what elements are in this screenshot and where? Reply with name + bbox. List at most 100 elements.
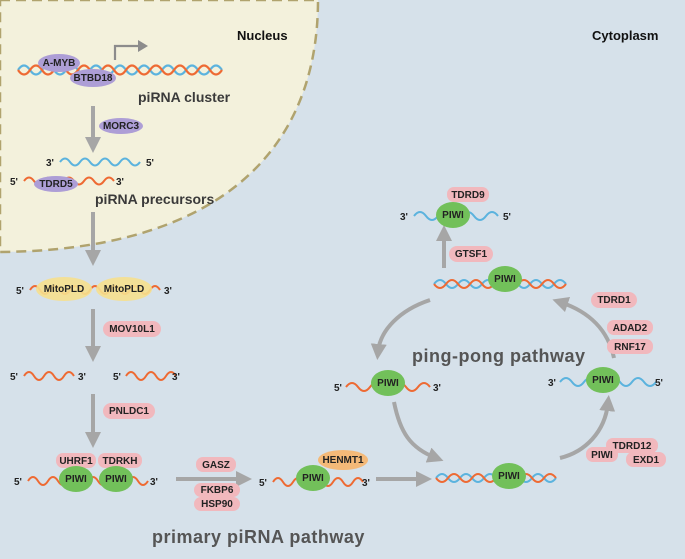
exd1-label: EXD1: [633, 455, 660, 466]
pnldc1-protein: [103, 403, 155, 419]
tdrd9-5-end: 5': [503, 212, 511, 223]
piwi-label-right: PIWI: [592, 375, 614, 386]
piwi-label-left: PIWI: [377, 378, 399, 389]
tdrkh-protein: [98, 453, 142, 468]
pirna-precursors-label: piRNA precursors: [95, 191, 215, 207]
loading-5-end: 5': [14, 477, 22, 488]
tdrkh-label: TDRKH: [103, 456, 138, 467]
tdrd12-label: TDRD12: [613, 441, 652, 452]
rnf17-protein: [607, 339, 653, 354]
gasz-protein: [196, 457, 236, 472]
tdrd1-label: TDRD1: [597, 295, 631, 306]
orange-strand-5-end: 5': [10, 177, 18, 188]
nucleus-label: Nucleus: [237, 28, 288, 43]
exd1-protein: [626, 452, 666, 467]
uhrf1-label: UHRF1: [59, 456, 93, 467]
blue-strand-3-end: 3': [46, 158, 54, 169]
mitopld-protein-1: [36, 277, 92, 301]
mature-5-end: 5': [259, 478, 267, 489]
morc3-label: MORC3: [103, 121, 140, 132]
amyb-protein: [38, 54, 80, 72]
fragment1-3-end: 3': [78, 372, 86, 383]
pingpong-right-complex: 3' 5' PIWI: [548, 367, 663, 393]
fkbp6-label: FKBP6: [201, 485, 234, 496]
mature-pirna: 5' 3' HENMT1 PIWI: [259, 450, 370, 491]
cycle-arrow-left-to-bottom: [392, 401, 444, 463]
adad2-label: ADAD2: [613, 323, 648, 334]
pirna-cluster-label: piRNA cluster: [138, 89, 231, 105]
henmt1-protein: [318, 450, 368, 470]
loading-3-end: 3': [150, 477, 158, 488]
right-3-end: 3': [548, 378, 556, 389]
cycle-arrow-bottom-to-right: [559, 395, 616, 460]
pingpong-top-duplex: PIWI: [433, 266, 567, 292]
uhrf1-protein: [56, 453, 96, 468]
piwi-label-bottom: PIWI: [498, 471, 520, 482]
amyb-label: A-MYB: [43, 58, 76, 69]
mature-3-end: 3': [362, 478, 370, 489]
piwi-protein-1: [59, 466, 93, 492]
fragment2-5-end: 5': [113, 372, 121, 383]
left-5-end: 5': [334, 383, 342, 394]
fragment-1: [23, 371, 75, 381]
piwi-pink-label: PIWI: [591, 450, 613, 461]
hsp90-protein: [194, 497, 240, 511]
piwi-protein-bottom: [492, 463, 526, 489]
mitopld-label-2: MitoPLD: [104, 284, 145, 295]
primary-pathway-label: primary piRNA pathway: [152, 527, 365, 547]
pirna-precursors: 3' 5' 5' 3' TDRD5 piRNA precursors: [10, 157, 215, 207]
piwi-protein-top: [488, 266, 522, 292]
tdrd9-3-end: 3': [400, 212, 408, 223]
piwi-protein-2: [99, 466, 133, 492]
blue-strand-5-end: 5': [146, 158, 154, 169]
fkbp6-protein: [194, 483, 240, 497]
tdrd9-complex: 3' 5' TDRD9 PIWI: [400, 187, 511, 228]
transcription-start-arrow: [113, 44, 140, 60]
piwi-protein-left: [371, 370, 405, 396]
cycle-arrow-top-to-left: [370, 298, 431, 360]
mitopld-3-end: 3': [164, 286, 172, 297]
left-3-end: 3': [433, 383, 441, 394]
tdrd12-protein: [606, 438, 658, 453]
gtsf1-label: GTSF1: [455, 249, 488, 260]
fragment-2: [125, 371, 177, 381]
pirna-cluster: A-MYB BTBD18 piRNA cluster: [17, 40, 231, 105]
pnldc1-label: PNLDC1: [109, 406, 149, 417]
piwi-label-1: PIWI: [65, 474, 87, 485]
fragment2-3-end: 3': [172, 372, 180, 383]
right-5-end: 5': [655, 378, 663, 389]
mitopld-step: 5' 3' MitoPLD MitoPLD: [16, 277, 172, 301]
mitopld-protein-2: [96, 277, 152, 301]
tdrd1-protein: [591, 292, 637, 308]
orange-strand-3-end: 3': [116, 177, 124, 188]
mitopld-5-end: 5': [16, 286, 24, 297]
pingpong-pathway-label: ping-pong pathway: [412, 346, 585, 366]
cytoplasm-label: Cytoplasm: [592, 28, 658, 43]
piwi-protein-tdrd9: [436, 202, 470, 228]
btbd18-label: BTBD18: [74, 73, 113, 84]
piwi-protein-mature: [296, 465, 330, 491]
piwi-loading: 5' 3' UHRF1 TDRKH PIWI PIWI: [14, 453, 158, 492]
fragment1-5-end: 5': [10, 372, 18, 383]
tdrd5-label: TDRD5: [39, 179, 73, 190]
adad2-protein: [607, 320, 653, 335]
pingpong-left-complex: 5' 3' PIWI: [334, 370, 441, 396]
piwi-label-top: PIWI: [494, 274, 516, 285]
gtsf1-protein: [449, 246, 493, 262]
mov10l1-protein: [103, 321, 161, 337]
henmt1-label: HENMT1: [322, 455, 364, 466]
hsp90-label: HSP90: [201, 499, 233, 510]
rnf17-label: RNF17: [614, 342, 646, 353]
mov10l1-label: MOV10L1: [109, 324, 155, 335]
morc3-protein: [99, 118, 143, 134]
btbd18-protein: [70, 69, 116, 87]
piwi-protein-right: [586, 367, 620, 393]
tdrd5-protein: [34, 176, 78, 192]
tdrd9-label: TDRD9: [451, 190, 485, 201]
piwi-label-tdrd9: PIWI: [442, 210, 464, 221]
cleaved-fragments: 5' 3' 5' 3': [10, 371, 180, 383]
mitopld-label-1: MitoPLD: [44, 284, 85, 295]
transcription-arrowhead: [138, 40, 148, 52]
